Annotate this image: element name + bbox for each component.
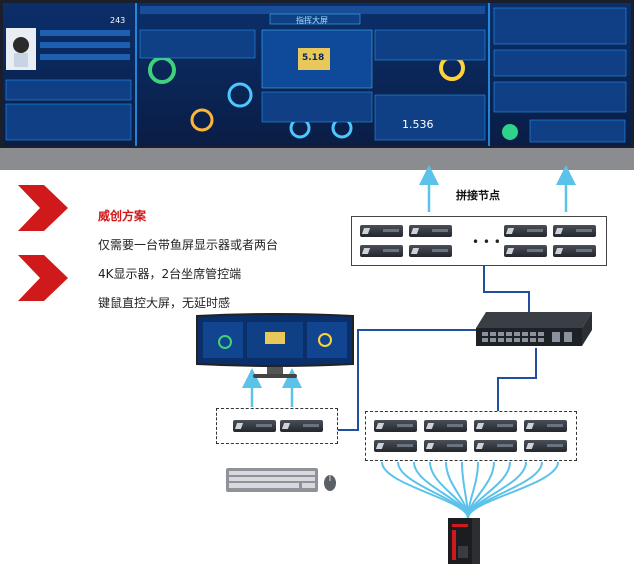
splice-node-device [553,225,596,237]
splice-node-device [360,225,403,237]
wall-header-title: 指挥大屏 [296,16,328,25]
solution-title: 威创方案 [98,209,147,223]
chevron-arrow-icon [18,255,68,301]
console-node-device [280,420,323,432]
chevron-arrow-icon [18,185,68,231]
network-switch-icon [476,312,592,346]
capture-node-device [524,420,567,432]
capture-node-box [365,411,577,461]
capture-node-device [374,440,417,452]
mouse-icon [324,475,336,491]
solution-line-1: 仅需要一台带鱼屏显示器或者两台 [98,238,279,252]
console-node-device [233,420,276,432]
capture-node-device [474,440,517,452]
splice-node-device [409,225,452,237]
wall-base [0,148,634,170]
video-wall: 指挥大屏 243 5.18 1.536 [0,0,634,170]
wall-left-stat: 243 [110,16,126,25]
capture-node-device [524,440,567,452]
console-node-box [216,408,338,444]
solution-line-2: 4K显示器，2台坐席管控端 [98,267,242,281]
capture-node-device [424,420,467,432]
keyboard-icon [226,468,318,492]
splice-node-device [553,245,596,257]
video-wall-dashboard [3,3,631,146]
line-nodes-to-switch [483,265,530,312]
line-switch-to-capture [497,348,537,412]
capture-node-device [374,420,417,432]
pc-tower-icon [448,518,480,564]
solution-line-3: 键鼠直控大屏，无延时感 [98,296,231,310]
capture-node-device [474,420,517,432]
splice-node-device [504,245,547,257]
splice-node-device [360,245,403,257]
wall-right-value: 1.536 [402,118,434,131]
wall-center-value: 5.18 [302,53,325,63]
splice-node-label: 拼接节点 [456,189,500,202]
splice-node-device [504,225,547,237]
ellipsis: • • • [472,235,501,249]
splice-node-box: • • • [351,216,607,266]
capture-node-device [424,440,467,452]
curved-monitor-icon [196,313,354,378]
splice-node-device [409,245,452,257]
pc-cable-fan [381,461,559,519]
